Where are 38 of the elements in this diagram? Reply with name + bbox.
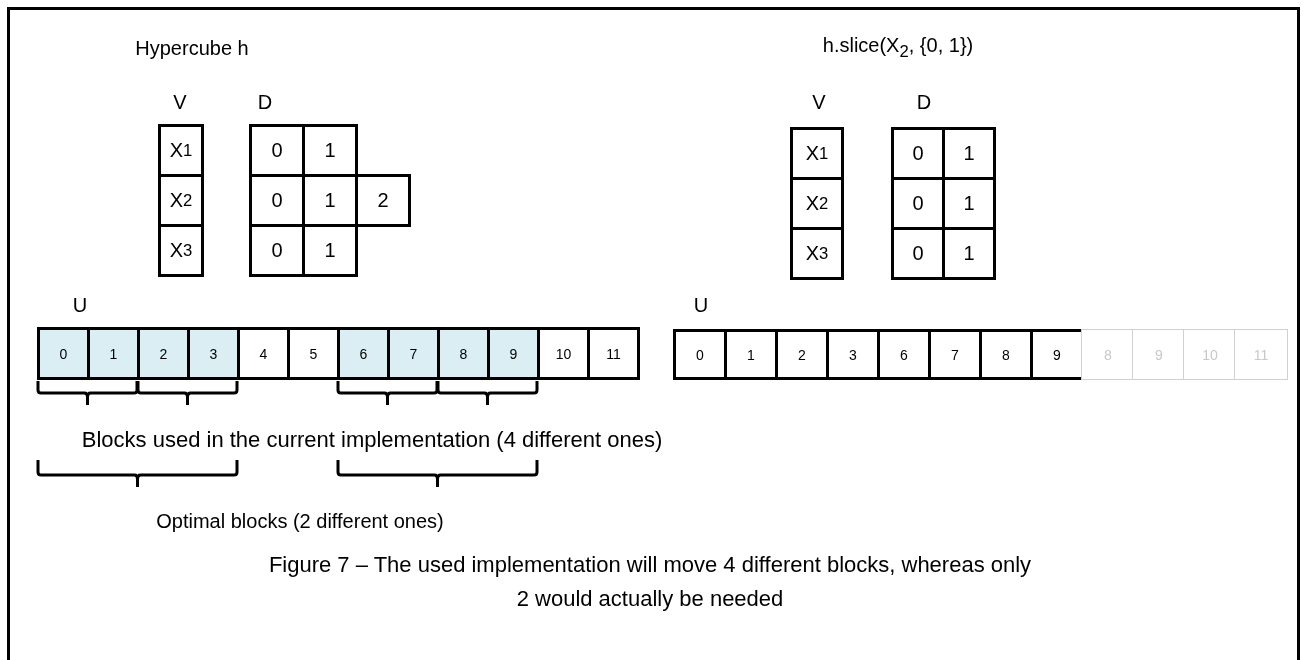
description-text: Blocks used in the current implementation (4 different ones)	[81, 427, 663, 453]
highlighted-cell: 1	[87, 327, 140, 380]
column-heading: D	[257, 90, 273, 114]
table-cell: 0	[673, 329, 727, 380]
table-cell: 2	[355, 174, 411, 227]
highlighted-cell: 8	[437, 327, 490, 380]
table-cell: 11	[587, 327, 640, 380]
table-cell: 0	[891, 227, 945, 280]
table-cell: 10	[537, 327, 590, 380]
table-cell: 3	[826, 329, 880, 380]
table-cell: 4	[237, 327, 290, 380]
table-cell: 7	[928, 329, 982, 380]
table-cell: 9	[1030, 329, 1084, 380]
highlighted-cell: 9	[487, 327, 540, 380]
column-heading: V	[812, 90, 826, 114]
table-cell: 6	[877, 329, 931, 380]
highlighted-cell: 0	[37, 327, 90, 380]
table-cell: 1	[942, 227, 996, 280]
table-cell: 1	[942, 127, 996, 180]
table-cell: 0	[249, 224, 305, 277]
table-cell: 1	[302, 124, 358, 177]
caption: Figure 7 – The used implementation will move 4 different blocks, whereas only 2 would actually be needed	[267, 551, 1033, 613]
table-cell: 1	[302, 224, 358, 277]
panel-heading: h.slice(X$_{2}$, {0, 1})	[822, 34, 974, 62]
table-cell: 2	[775, 329, 829, 380]
table-cell: 8	[979, 329, 1033, 380]
array-heading: U	[72, 293, 88, 317]
highlighted-cell: 2	[137, 327, 190, 380]
column-heading: V	[173, 90, 187, 114]
highlighted-cell: 6	[337, 327, 390, 380]
highlighted-cell: 3	[187, 327, 240, 380]
panel-heading: Hypercube h	[135, 36, 249, 60]
description-text: Optimal blocks (2 different ones)	[156, 509, 444, 533]
array-heading: U	[693, 293, 709, 317]
table-cell: 5	[287, 327, 340, 380]
table-cell: 1	[724, 329, 778, 380]
highlighted-cell: 7	[387, 327, 440, 380]
column-heading: D	[916, 90, 932, 114]
